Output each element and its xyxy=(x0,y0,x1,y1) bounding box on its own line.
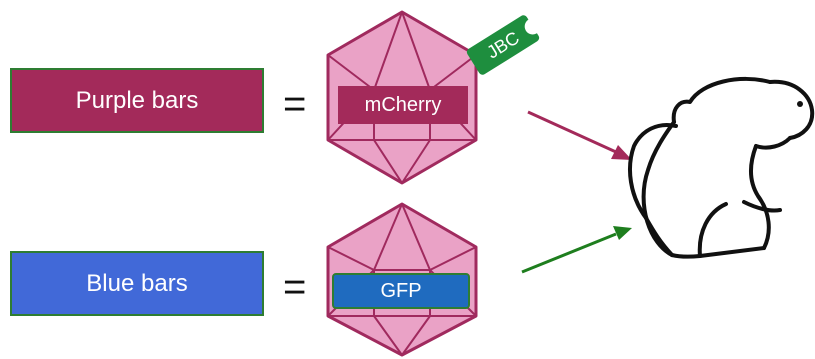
monkey-icon xyxy=(628,77,815,259)
equals-sign: = xyxy=(283,265,307,309)
arrow-to-animal xyxy=(527,110,632,160)
purple-bars-label: Purple bars xyxy=(10,68,264,133)
arrow-to-animal xyxy=(521,226,632,274)
blue-bars-label: Blue bars xyxy=(10,251,264,316)
mcherry-tag: mCherry xyxy=(338,86,468,124)
equals-sign: = xyxy=(283,82,307,126)
gfp-tag: GFP xyxy=(332,273,470,309)
